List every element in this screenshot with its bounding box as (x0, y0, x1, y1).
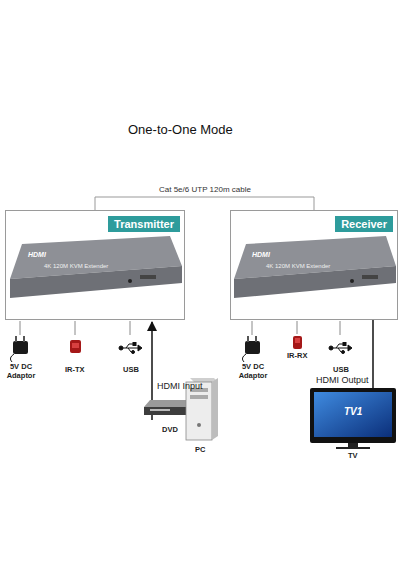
part-label: USB (123, 366, 139, 375)
part-label: 4K 120M KVM Extender (266, 263, 330, 270)
part-label: IR-RX (287, 352, 307, 361)
part-label: HDMI Output (316, 375, 369, 385)
ir-sensor (70, 340, 81, 353)
part-label: TV (348, 452, 358, 461)
usb-symbol (119, 343, 142, 354)
part-label: PC (195, 446, 205, 455)
part-label: 5V DC Adaptor (3, 363, 39, 380)
power-adaptor (10, 336, 28, 362)
extender-device (234, 236, 396, 298)
ir-sensor (293, 336, 302, 349)
part-label: USB (333, 366, 349, 375)
part-label: HDMI (28, 251, 46, 259)
part-label: 4K 120M KVM Extender (44, 263, 108, 270)
part-label: TV1 (344, 406, 362, 418)
part-label: IR-TX (65, 366, 85, 375)
diagram-title: One-to-One Mode (128, 122, 233, 137)
part-label: DVD (162, 426, 178, 435)
usb-symbol (329, 343, 352, 354)
power-adaptor (242, 336, 260, 362)
part-label: HDMI Input (157, 381, 203, 391)
port-lines (20, 321, 340, 335)
panel-heading: Transmitter (108, 216, 180, 232)
television (310, 388, 396, 449)
part-label: 5V DC Adaptor (235, 363, 271, 380)
cable-connector (95, 197, 314, 210)
panel-heading: Receiver (335, 216, 393, 232)
extender-device (10, 236, 182, 298)
part-label: HDMI (252, 251, 270, 259)
edge-label: Cat 5e/6 UTP 120m cable (157, 185, 253, 194)
